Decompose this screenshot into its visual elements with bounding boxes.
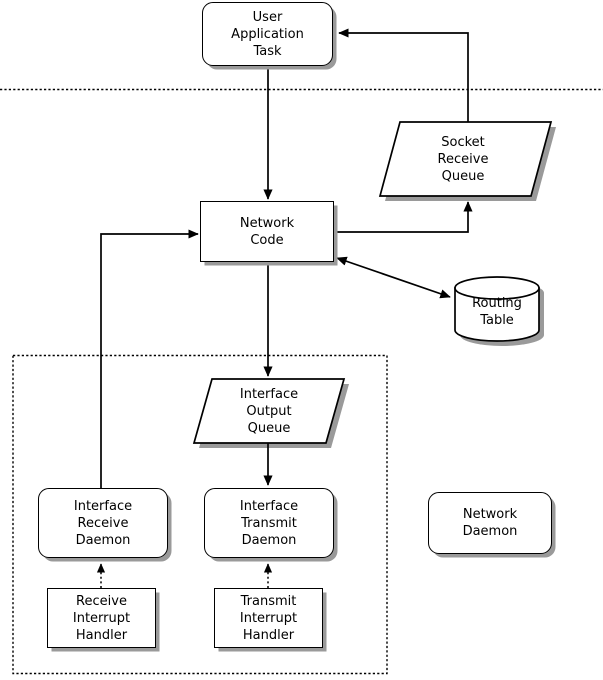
node-label-line: Table: [480, 313, 514, 328]
node-label-line: Daemon: [241, 532, 297, 548]
node-routing-table[interactable]: Routing Table: [455, 288, 539, 336]
node-label-line: Interrupt: [239, 610, 298, 626]
node-label-line: Daemon: [462, 524, 518, 539]
node-label-line: Interface: [239, 386, 299, 402]
node-label-line: Transmit: [241, 515, 297, 531]
node-receive-interrupt-handler[interactable]: Receive Interrupt Handler: [47, 588, 156, 648]
node-label-line: Transmit: [240, 593, 297, 609]
node-user-application-task[interactable]: User Application Task: [202, 2, 333, 66]
node-label-line: Receive: [437, 151, 489, 167]
node-label-line: Interrupt: [72, 610, 131, 626]
edge-receive-daemon-to-network-code: [100, 229, 199, 488]
node-network-code[interactable]: Network Code: [200, 201, 334, 262]
interface-output-queue-shape: [192, 378, 346, 444]
node-label-line: Task: [253, 43, 282, 59]
node-label-line: Queue: [441, 168, 485, 184]
node-label-line: Output: [246, 403, 292, 419]
network-daemon-region-box: [12, 354, 388, 675]
edge-network-code-to-socket-queue: [335, 201, 473, 233]
node-label-line: Code: [250, 232, 284, 248]
routing-table-shape: [454, 276, 540, 342]
node-label-line: Network: [462, 507, 518, 522]
node-interface-transmit-daemon[interactable]: Interface Transmit Daemon: [204, 488, 334, 558]
node-label-line: Interface: [239, 498, 299, 514]
node-interface-output-queue[interactable]: Interface Output Queue: [199, 381, 339, 441]
node-transmit-interrupt-handler[interactable]: Transmit Interrupt Handler: [214, 588, 323, 648]
node-label-line: Socket: [441, 134, 485, 150]
node-label-line: Application: [231, 26, 304, 42]
node-label-line: Interface: [73, 498, 133, 514]
node-label-line: Queue: [247, 420, 291, 436]
edge-socket-queue-to-user-task: [338, 28, 469, 122]
edge-network-code-routing-table: [336, 256, 451, 299]
socket-receive-queue-shape: [378, 121, 553, 197]
node-label-line: Daemon: [75, 532, 131, 548]
node-label-line: Network: [239, 215, 295, 231]
node-label-line: User: [252, 9, 283, 25]
node-label-line: Receive: [76, 593, 127, 609]
node-label-line: Routing: [472, 296, 522, 311]
node-socket-receive-queue[interactable]: Socket Receive Queue: [393, 124, 533, 194]
node-label-line: Handler: [242, 627, 295, 643]
node-label-line: Handler: [75, 627, 128, 643]
node-network-daemon[interactable]: Network Daemon: [428, 492, 552, 554]
node-label-line: Receive: [77, 515, 129, 531]
node-interface-receive-daemon[interactable]: Interface Receive Daemon: [38, 488, 168, 558]
